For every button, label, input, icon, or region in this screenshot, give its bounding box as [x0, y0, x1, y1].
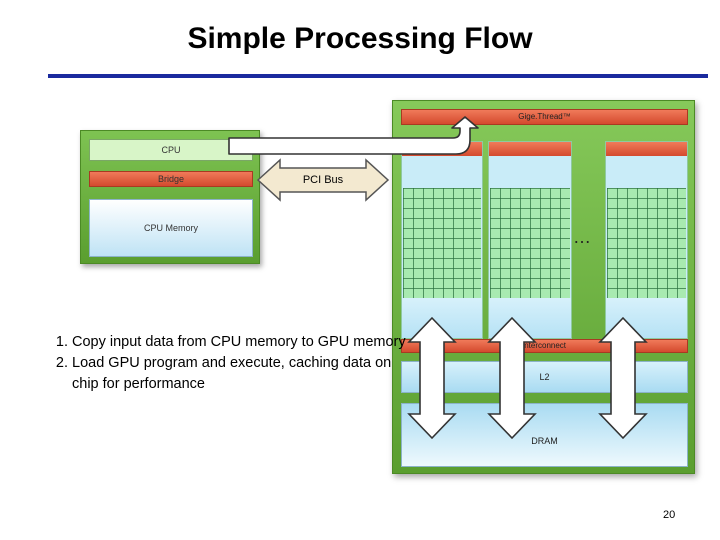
streaming-multiprocessor [605, 141, 688, 339]
processing-step: Copy input data from CPU memory to GPU m… [72, 332, 412, 353]
pci-bus-label: PCI Bus [302, 174, 344, 186]
processing-steps-list: Copy input data from CPU memory to GPU m… [38, 332, 412, 395]
bridge-unit: Bridge [89, 171, 253, 187]
title-underline [48, 74, 708, 78]
pci-bus-arrow [256, 158, 390, 202]
sm-scheduler-bar [606, 142, 687, 156]
sm-core-grid [490, 188, 570, 298]
sm-scheduler-bar [489, 142, 571, 156]
memory-transfer-arrow [487, 316, 537, 440]
cpu-memory: CPU Memory [89, 199, 253, 257]
streaming-multiprocessor [488, 141, 572, 339]
memory-transfer-arrow [407, 316, 457, 440]
sm-core-grid [607, 188, 686, 298]
memory-transfer-arrow [598, 316, 648, 440]
page-number: 20 [663, 509, 676, 521]
l2-cache: L2 [401, 361, 688, 393]
more-multiprocessors-ellipsis: … [573, 227, 592, 247]
sm-core-grid [403, 188, 481, 298]
gige-thread-bar: Gige.Thread™ [401, 109, 688, 125]
streaming-multiprocessor [401, 141, 483, 339]
data-path-arrow [228, 116, 479, 155]
processing-step: Load GPU program and execute, caching da… [72, 353, 412, 395]
slide-title: Simple Processing Flow [187, 22, 533, 55]
